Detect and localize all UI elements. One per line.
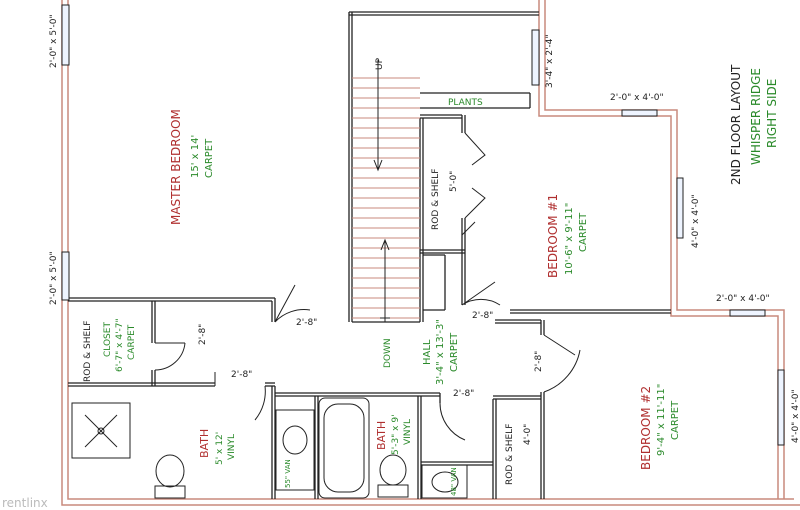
master-name: MASTER BEDROOM [169,109,183,225]
van1-label: 55" VAN [284,459,292,488]
b1-closet-labels: ROD & SHELF 5'-0" [431,169,459,230]
hall-name: HALL [422,339,433,365]
closet-door-b1c [461,221,476,236]
room-bedroom-1: BEDROOM #1 10'-6" x 9'-11" CARPET [546,194,589,278]
stair-treads [352,77,420,319]
door-bath2 [439,402,466,441]
room-closet: ROD & SHELF CLOSET 6'-7" x 4'-7" CARPET [83,318,137,382]
vanity-bath2 [421,464,468,499]
closet-name: CLOSET [103,322,113,357]
dim-win-master-mid: 2'-0" x 5'-0" [49,251,59,305]
closet-door-b1b [464,187,486,219]
title-line1: WHISPER RIDGE [749,68,763,165]
closet-door-b1a [464,132,486,166]
window-stair [531,29,540,86]
closet-floor: CARPET [127,324,137,360]
dim-door-b2: 2'-8" [534,351,544,372]
bath2-floor: VINYL [403,419,413,445]
b2-size: 9'-4" x 11'-11" [656,384,667,456]
title-layout: 2ND FLOOR LAYOUT [729,64,743,185]
master-floor: CARPET [204,138,215,178]
door-b1 [461,281,501,306]
room-hall: HALL 3'-4" x 13'-3" CARPET [422,319,460,385]
dim-door-bath2: 2'-8" [453,389,474,399]
dim-door-b1: 2'-8" [472,311,493,321]
bath1-size: 5' x 12' [215,432,225,465]
b2-closet-dim: 4'-0" [523,424,533,445]
closet-rod: ROD & SHELF [83,321,93,382]
b2-floor: CARPET [670,400,681,440]
b2-name: BEDROOM #2 [639,386,653,470]
window-master-top [61,4,70,66]
dim-win-stair: 3'-4" x 2'-4" [545,34,555,88]
watermark: rentlinx [2,496,48,510]
toilet-bath2 [379,454,407,486]
window-b2-side [777,369,785,446]
bath2-size: 5'-3" x 9' [391,414,401,455]
windows [61,4,785,446]
dim-door-bath1: 2'-8" [231,370,252,380]
b2-closet-rod: ROD & SHELF [505,424,515,485]
van2-label: 48" VAN [450,467,458,496]
tub [318,397,370,499]
plants-label: PLANTS [448,98,483,108]
window-b1-side [676,177,684,239]
room-bedroom-2: BEDROOM #2 9'-4" x 11'-11" CARPET [639,384,681,470]
window-dims: 2'-0" x 5'-0" 2'-0" x 5'-0" 3'-4" x 2'-4… [49,14,800,443]
window-master-mid [61,251,70,301]
doors [154,132,581,441]
dim-win-b1-side: 4'-0" x 4'-0" [691,194,701,248]
b2-closet-labels: ROD & SHELF 4'-0" [505,424,533,485]
door-dims: 2'-8" 2'-8" 2'-8" 2'-8" 2'-8" 2'-8" [198,311,544,399]
window-b2-top [729,309,766,317]
room-bath-1: BATH 5' x 12' VINYL 55" VAN [198,429,292,488]
stair-down-label: DOWN [383,338,393,368]
door-bath1 [214,372,266,421]
door-closet [154,342,186,371]
stair-arrows [373,60,390,322]
b1-floor: CARPET [578,212,589,252]
b1-closet-dim: 5'-0" [449,171,459,192]
b1-closet-rod: ROD & SHELF [431,169,441,230]
room-master-bedroom: MASTER BEDROOM 15' x 14' CARPET [169,109,215,225]
b1-name: BEDROOM #1 [546,194,560,278]
dim-door-master: 2'-8" [296,318,317,328]
bath1-name: BATH [198,429,211,458]
master-size: 15' x 14' [190,135,201,178]
hall-floor: CARPET [449,332,460,372]
toilet-bath1 [155,454,185,488]
shower [71,402,131,459]
dim-win-master-top: 2'-0" x 5'-0" [49,14,59,68]
room-bath-2: BATH 5'-3" x 9' VINYL 48" VAN [375,414,458,496]
dim-door-closet: 2'-8" [198,324,208,345]
hall-size: 3'-4" x 13'-3" [435,319,446,385]
door-master [274,284,311,323]
dim-win-b1-top: 2'-0" x 4'-0" [610,93,664,103]
bath2-name: BATH [375,421,388,450]
plan-title: 2ND FLOOR LAYOUT WHISPER RIDGE RIGHT SID… [729,64,779,185]
fixtures [71,397,468,499]
bath1-floor: VINYL [227,434,237,460]
dim-win-b2-side: 4'-0" x 4'-0" [791,389,800,443]
closet-size: 6'-7" x 4'-7" [115,318,125,372]
stair-up-label: UP [375,57,385,70]
window-b1-top [621,109,658,117]
dim-win-b2-top: 2'-0" x 4'-0" [716,294,770,304]
b1-size: 10'-6" x 9'-11" [564,203,575,275]
door-b2 [543,334,581,393]
vanity-bath1 [275,409,315,491]
title-line2: RIGHT SIDE [765,79,779,148]
